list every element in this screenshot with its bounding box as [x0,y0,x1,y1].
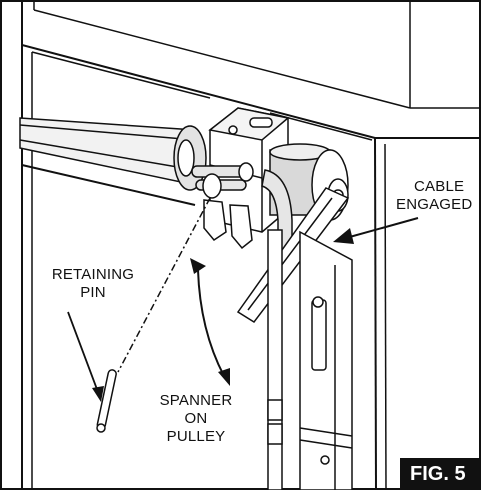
spanner-on-pulley-label: SPANNER ON PULLEY [136,392,256,446]
retaining-pin-label: RETAINING PIN [38,266,148,302]
rotation-arrow [190,258,230,386]
roller-shaft [19,117,207,206]
cable-engaged-arrow [333,217,419,244]
spanner-line1: SPANNER [159,392,233,409]
retaining-pin [96,197,211,433]
retaining-pin-arrow [67,311,104,402]
cable-engaged-label: CABLE ENGAGED [396,178,481,214]
bracket-pins [191,162,254,199]
retaining-pin-line1: RETAINING [51,266,135,283]
retaining-pin-line2: PIN [80,284,106,301]
figure-number-badge: FIG. 5 [400,458,481,490]
spanner-line2: ON [184,410,208,427]
vertical-track [267,229,353,490]
cable-engaged-line2: ENGAGED [396,196,473,213]
brake-levers [203,199,253,250]
cable-engaged-line1: CABLE [414,178,465,195]
spanner-line3: PULLEY [166,428,226,445]
